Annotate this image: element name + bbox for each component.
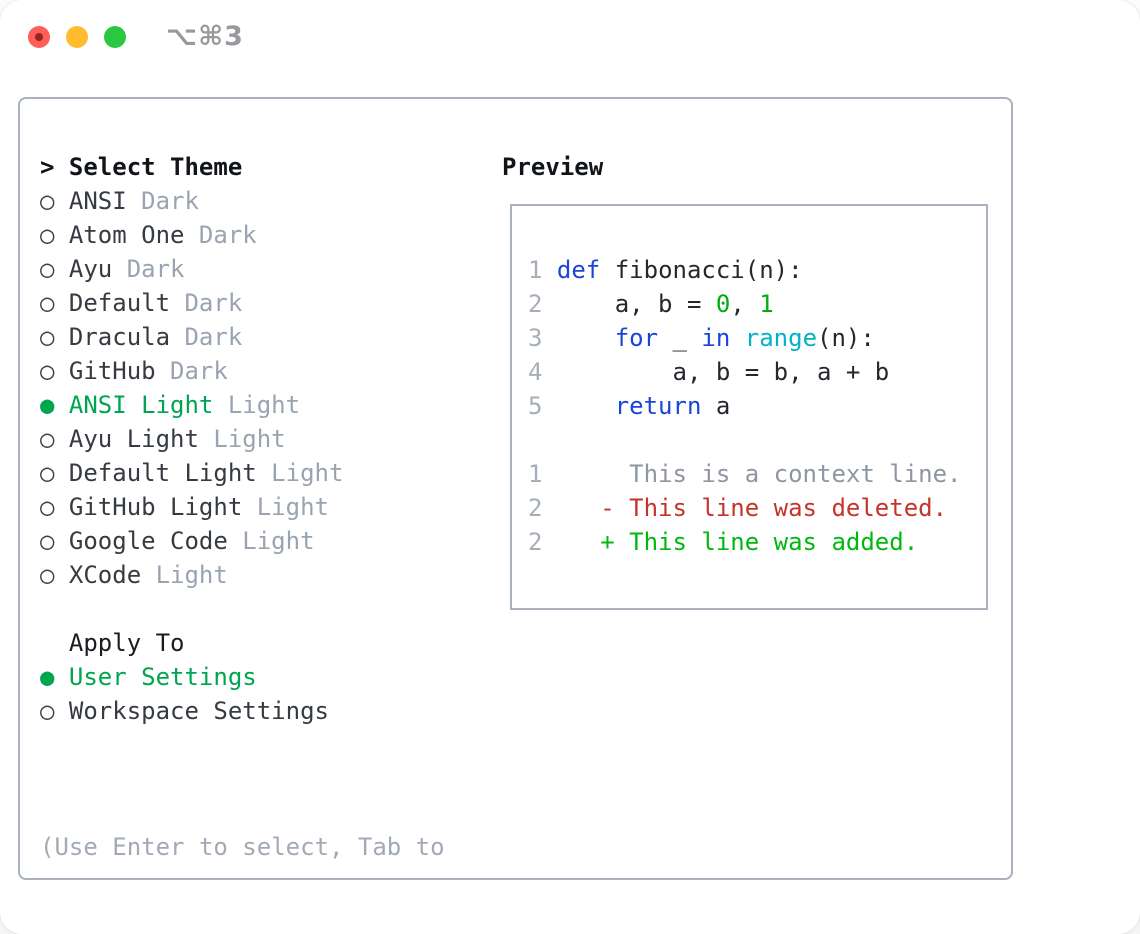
theme-option-label: GitHub Light	[68, 493, 243, 521]
theme-option-label: Dracula	[68, 323, 171, 351]
apply-to-list: ● User Settings ○ Workspace Settings	[40, 660, 445, 728]
select-theme-header: > Select Theme	[40, 150, 445, 184]
theme-option-google-code[interactable]: ○ Google Code Light	[40, 524, 445, 558]
close-dot-icon	[35, 33, 43, 41]
apply-option-user-settings[interactable]: ● User Settings	[40, 660, 445, 694]
radio-unselected-icon: ○	[40, 425, 55, 453]
radio-selected-icon: ●	[40, 391, 55, 419]
apply-to-label: Apply To	[68, 629, 185, 657]
spacer	[40, 728, 445, 762]
close-button[interactable]	[28, 26, 50, 48]
select-theme-label: Select Theme	[68, 153, 243, 181]
traffic-lights	[28, 26, 126, 48]
theme-option-ansi[interactable]: ○ ANSI Dark	[40, 184, 445, 218]
minimize-button[interactable]	[66, 26, 88, 48]
theme-option-dracula[interactable]: ○ Dracula Dark	[40, 320, 445, 354]
theme-variant-tag: Dark	[198, 221, 257, 249]
radio-unselected-icon: ○	[40, 221, 55, 249]
radio-unselected-icon: ○	[40, 561, 55, 589]
theme-option-ansi-light[interactable]: ● ANSI Light Light	[40, 388, 445, 422]
titlebar: ⌥⌘3	[0, 0, 1140, 75]
theme-variant-tag: Dark	[141, 187, 199, 215]
theme-option-default-light[interactable]: ○ Default Light Light	[40, 456, 445, 490]
radio-unselected-icon: ○	[40, 255, 55, 283]
preview-code: 1 def fibonacci(n): 2 a, b = 0, 1 3 for …	[528, 256, 962, 556]
radio-unselected-icon: ○	[40, 527, 55, 555]
theme-option-default[interactable]: ○ Default Dark	[40, 286, 445, 320]
theme-option-ayu-light[interactable]: ○ Ayu Light Light	[40, 422, 445, 456]
apply-option-label: User Settings	[68, 663, 257, 691]
theme-variant-tag: Dark	[126, 255, 185, 283]
theme-variant-tag: Light	[155, 561, 228, 589]
help-text: (Use Enter to select, Tab to change focu…	[40, 762, 445, 934]
spacer	[40, 592, 445, 626]
theme-variant-tag: Dark	[184, 289, 243, 317]
theme-option-label: Atom One	[68, 221, 185, 249]
apply-to-header: Apply To	[40, 626, 445, 660]
window-title: ⌥⌘3	[166, 21, 244, 52]
theme-option-github-light[interactable]: ○ GitHub Light Light	[40, 490, 445, 524]
theme-variant-tag: Light	[227, 391, 301, 419]
theme-option-label: ANSI Light	[68, 391, 214, 419]
theme-option-label: Default	[68, 289, 171, 317]
theme-option-label: Default Light	[68, 459, 257, 487]
theme-option-xcode[interactable]: ○ XCode Light	[40, 558, 445, 592]
theme-option-label: Ayu Light	[68, 425, 199, 453]
preview-column: Preview 1 def fibonacci(n): 2 a, b = 0, …	[502, 150, 988, 610]
theme-variant-tag: Light	[213, 425, 286, 453]
focus-caret-icon: >	[40, 153, 55, 181]
theme-variant-tag: Light	[242, 527, 315, 555]
theme-variant-tag: Light	[271, 459, 344, 487]
theme-option-label: ANSI	[68, 187, 127, 215]
radio-unselected-icon: ○	[40, 323, 55, 351]
apply-option-workspace-settings[interactable]: ○ Workspace Settings	[40, 694, 445, 728]
radio-unselected-icon: ○	[40, 697, 55, 725]
radio-selected-icon: ●	[40, 663, 55, 691]
theme-option-label: GitHub	[68, 357, 156, 385]
maximize-button[interactable]	[104, 26, 126, 48]
theme-variant-tag: Light	[256, 493, 329, 521]
theme-option-label: Google Code	[68, 527, 228, 555]
theme-option-ayu[interactable]: ○ Ayu Dark	[40, 252, 445, 286]
radio-unselected-icon: ○	[40, 493, 55, 521]
radio-unselected-icon: ○	[40, 187, 55, 215]
radio-unselected-icon: ○	[40, 289, 55, 317]
radio-unselected-icon: ○	[40, 459, 55, 487]
theme-option-label: XCode	[68, 561, 142, 589]
theme-variant-tag: Dark	[170, 357, 228, 385]
theme-variant-tag: Dark	[184, 323, 243, 351]
preview-box: 1 def fibonacci(n): 2 a, b = 0, 1 3 for …	[510, 204, 988, 610]
apply-option-label: Workspace Settings	[68, 697, 329, 725]
theme-option-atom-one[interactable]: ○ Atom One Dark	[40, 218, 445, 252]
preview-title: Preview	[502, 153, 604, 181]
theme-option-label: Ayu	[68, 255, 113, 283]
radio-unselected-icon: ○	[40, 357, 55, 385]
help-line-1: (Use Enter to select, Tab to	[40, 833, 445, 861]
theme-option-github[interactable]: ○ GitHub Dark	[40, 354, 445, 388]
